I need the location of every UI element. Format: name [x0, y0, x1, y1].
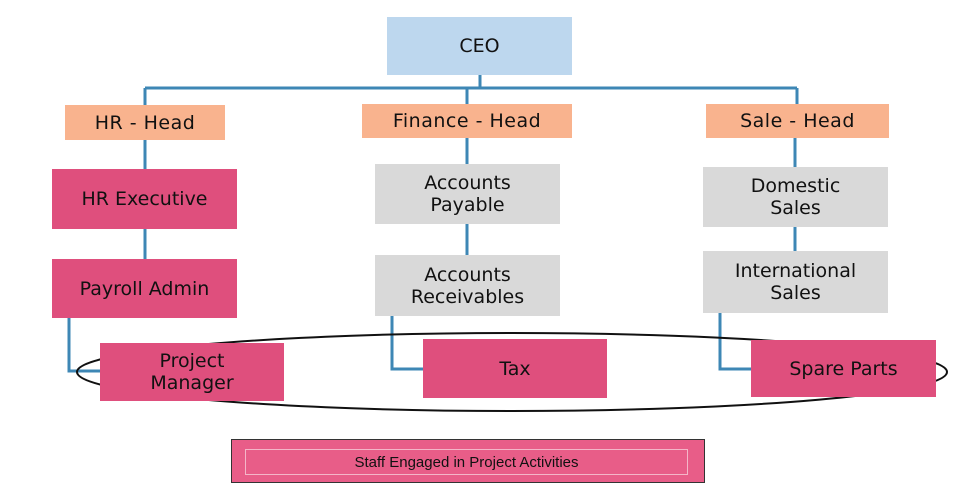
node-domestic-sales: Domestic Sales [703, 167, 888, 227]
node-hr-executive: HR Executive [52, 169, 237, 229]
node-accounts-receivables: Accounts Receivables [375, 255, 560, 316]
node-payroll-admin: Payroll Admin [52, 259, 237, 318]
node-spare-parts: Spare Parts [751, 340, 936, 397]
node-ceo: CEO [387, 17, 572, 75]
node-accounts-payable: Accounts Payable [375, 164, 560, 224]
legend-box: Staff Engaged in Project Activities [231, 439, 705, 483]
node-project-manager: Project Manager [100, 343, 284, 401]
node-sale-head: Sale - Head [706, 104, 889, 138]
project-staff-group-ellipse [76, 332, 948, 412]
connector-receivables-to-tax [390, 316, 423, 371]
legend-label: Staff Engaged in Project Activities [245, 449, 688, 475]
node-finance-head: Finance - Head [362, 104, 572, 138]
node-international-sales: International Sales [703, 251, 888, 313]
node-tax: Tax [423, 339, 607, 398]
connector-international-to-spare-parts [718, 313, 751, 371]
connector-payroll-to-project-manager [67, 318, 100, 373]
node-hr-head: HR - Head [65, 105, 225, 140]
